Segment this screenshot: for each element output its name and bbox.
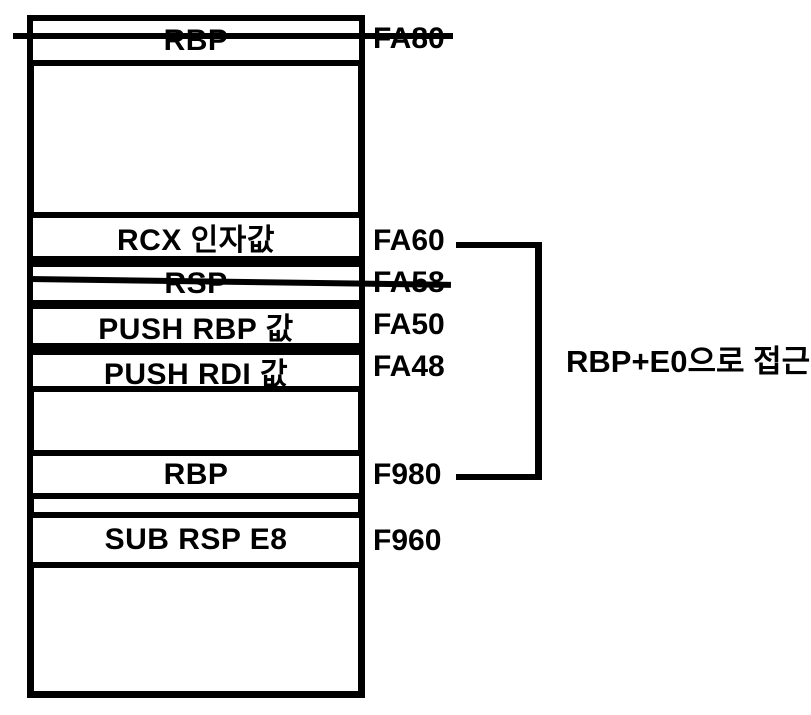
stack-row-push-rdi: PUSH RDI 값 [27,349,365,392]
stack-row-label: RBP [163,23,229,57]
stack-row-label: PUSH RDI 값 [103,357,289,391]
address-label-fa80: FA80 [373,19,445,59]
stack-row-label: RBP [163,457,229,491]
range-bracket [456,242,542,480]
address-label-fa60: FA60 [373,224,445,257]
stack-row-rbp-top: RBP [27,15,365,66]
stack-row-rbp-saved: RBP [27,450,365,499]
stack-row-push-rbp: PUSH RBP 값 [27,303,365,349]
stack-row-sub-rsp: SUB RSP E8 [27,512,365,568]
stack-row-rcx-arg: RCX 인자값 [27,212,365,262]
address-label-f980: F980 [373,458,442,491]
annotation-rbp-e0: RBP+E0으로 접근 [566,343,811,379]
stack-row-label: SUB RSP E8 [104,523,288,556]
address-label-fa48: FA48 [373,350,445,383]
stack-row-label: RCX 인자값 [117,224,275,257]
stack-row-label: PUSH RBP 값 [98,313,294,346]
address-label-f960: F960 [373,524,442,557]
address-label-fa50: FA50 [373,308,445,341]
strikethrough-line-rbp-top [13,33,453,39]
